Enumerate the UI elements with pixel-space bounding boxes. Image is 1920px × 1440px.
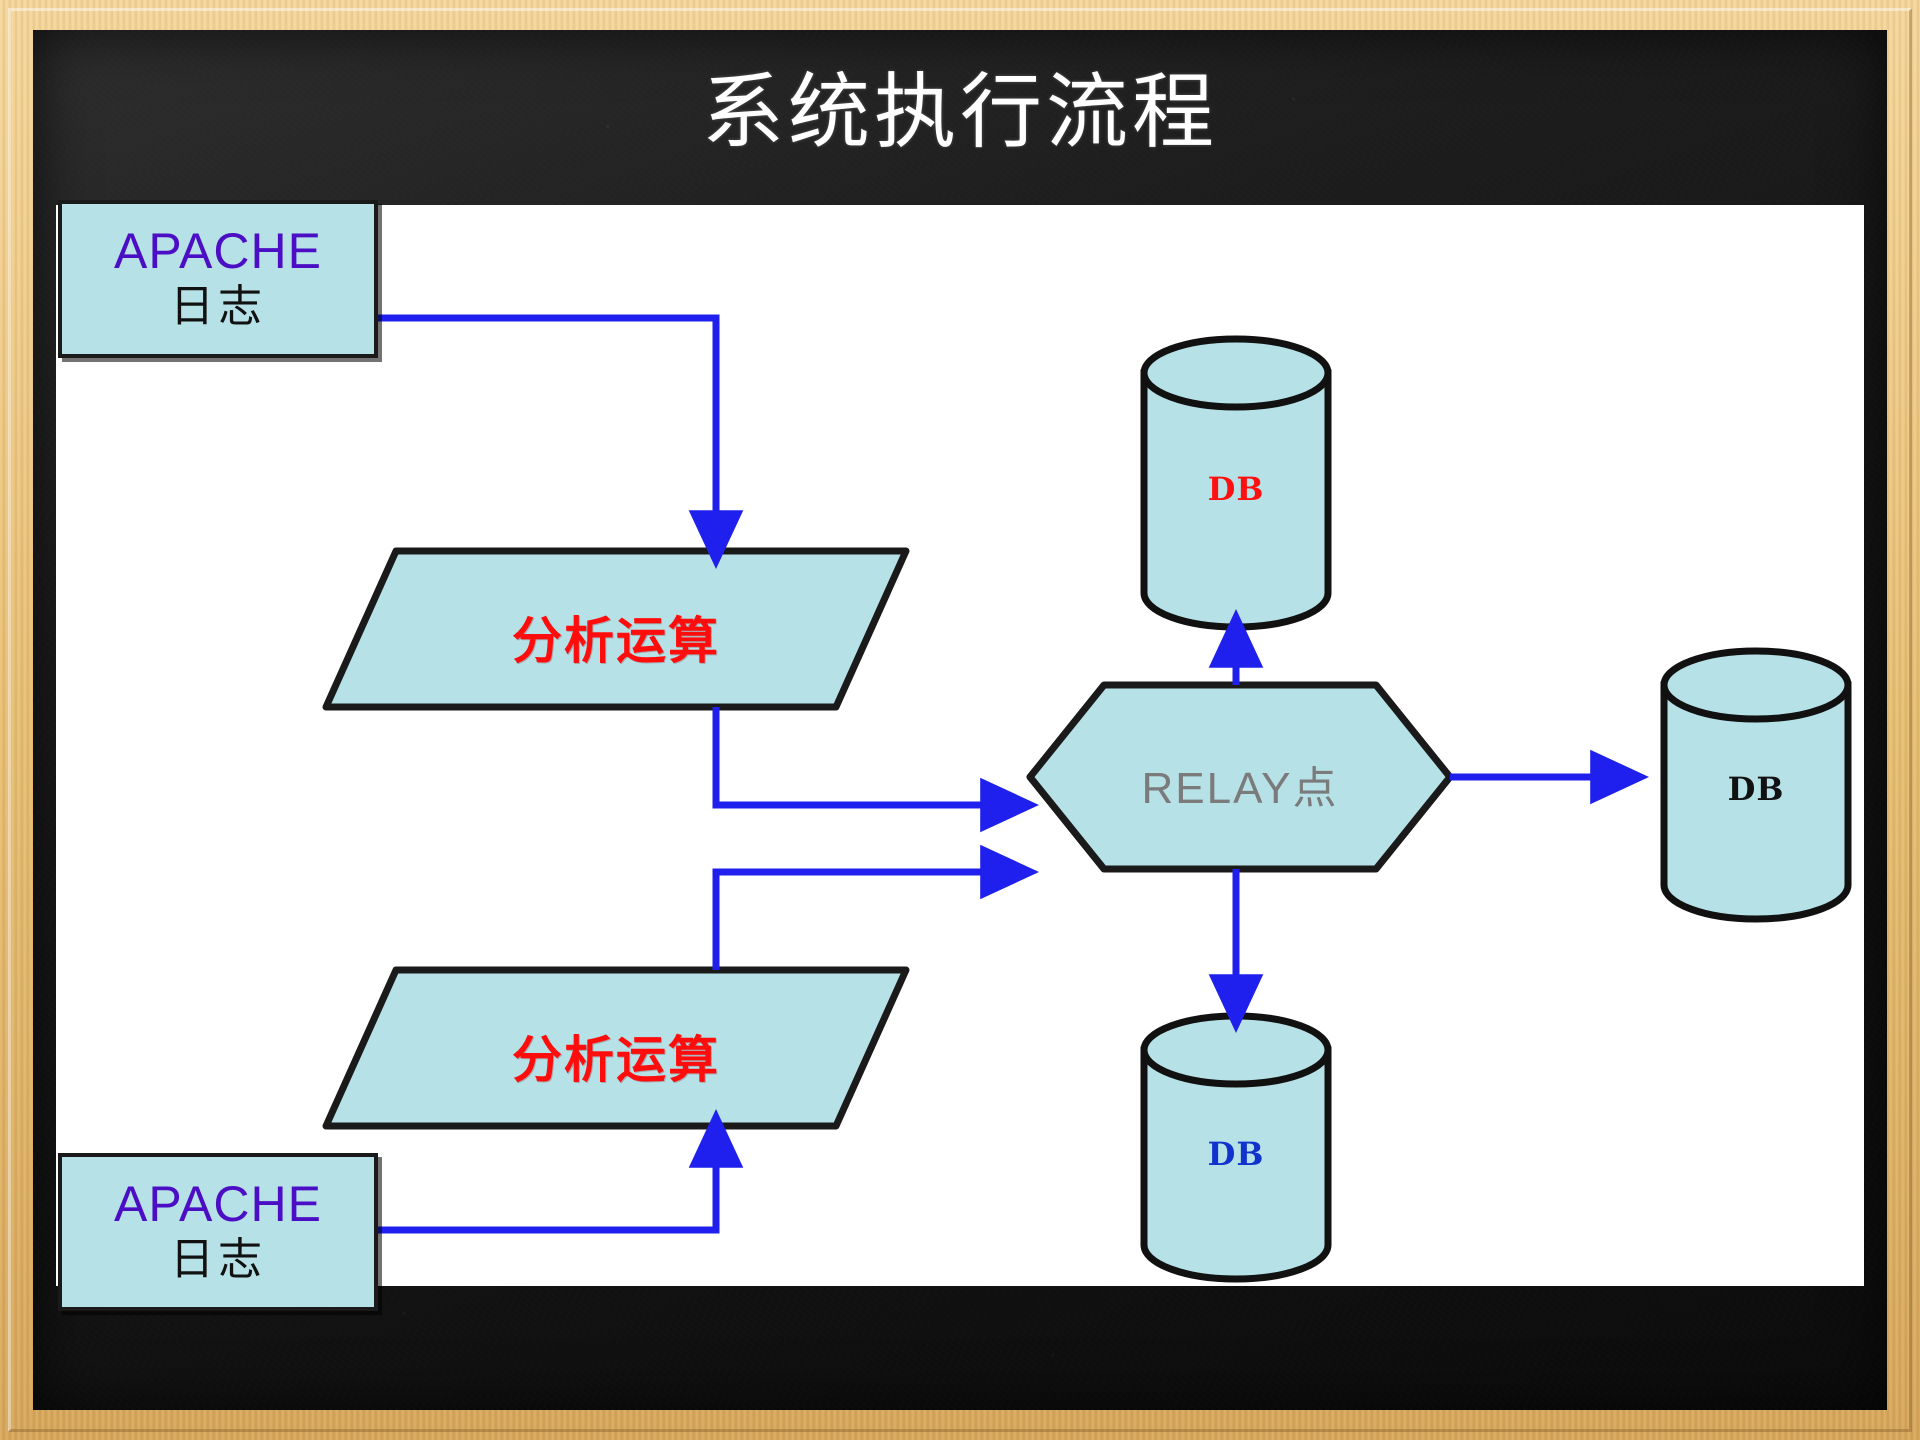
edge-apachebottom-to-analysisbottom [378, 1109, 744, 1234]
db-bottom-shape [1140, 1012, 1332, 1283]
edge-analysistop-to-relay [712, 707, 1039, 833]
slide-title: 系统执行流程 [701, 65, 1218, 160]
diagram-connectors [322, 314, 1852, 1283]
analysis-top-shape [322, 547, 910, 711]
db-top-shape [1140, 335, 1332, 631]
apache-log-top-node[interactable]: APACHE 日志 [58, 200, 378, 358]
apache-log-bottom-title: APACHE [114, 1175, 322, 1232]
slide-board: 系统执行流程 [33, 30, 1887, 1410]
apache-log-bottom-subtitle: 日志 [170, 1233, 266, 1285]
relay-point-shape [1026, 681, 1454, 873]
diagram-canvas: APACHE 日志 APACHE 日志 分析运算 分析运算 RELAY点 DB … [56, 200, 1864, 1311]
db-right-shape [1660, 647, 1852, 923]
edge-analysisbottom-to-relay [712, 844, 1039, 970]
apache-log-bottom-node[interactable]: APACHE 日志 [58, 1153, 378, 1311]
analysis-bottom-shape [322, 966, 910, 1130]
apache-log-top-title: APACHE [114, 222, 322, 279]
apache-log-top-subtitle: 日志 [170, 280, 266, 332]
edge-apachetop-to-analysistop [378, 314, 744, 569]
